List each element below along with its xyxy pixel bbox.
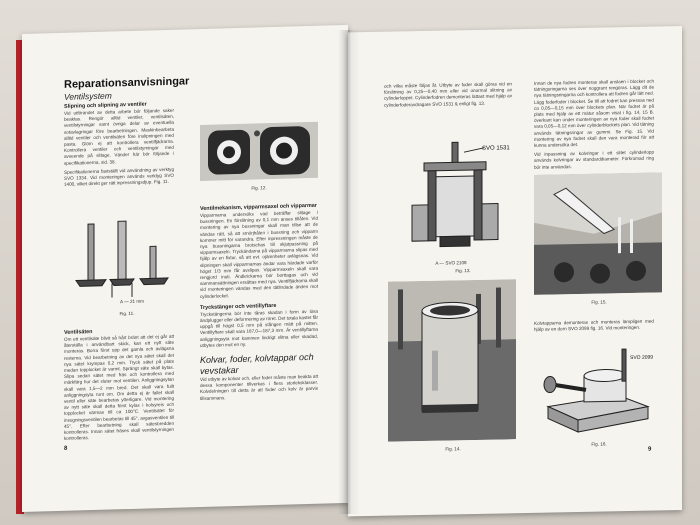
figure-11: A — 21 mm [72,218,182,307]
figure-caption: Fig. 14. [445,446,461,452]
valve-guide-diagram [75,220,169,298]
paragraph: Vid utbyte av kolvar och, eller foder må… [200,373,318,401]
left-column-1: Reparationsanvisningar Ventilsystem Slip… [64,75,189,192]
cylinder-liner-photo [388,279,516,442]
paragraph: Specifikationerna fastställt vid användn… [64,166,174,188]
fig13-tool-label: SVO 1531 [482,145,510,152]
left-column-1-bottom: Ventilsäten Om ett ventilsäte blivit så … [64,326,174,453]
right-column-2: Innan de nya fodren monteras skall ansla… [534,79,654,174]
liner-puller-diagram: SVO 1531 [411,141,510,248]
piston-pin-diagram: SVO 2099 [543,348,653,433]
paragraph: Vid utförandet av detta arbete bör följa… [64,107,174,166]
figure-caption: Fig. 11. [119,310,135,317]
feeler-gauge-photo [534,172,662,295]
figure-12 [200,121,318,182]
figure-caption: Fig. 12. [251,185,267,191]
paragraph: Om ett ventilsäte blivit så hårt bränt a… [64,333,174,442]
valve-seat-photo [200,121,318,182]
paragraph: och vilka måste följas åt. Utbyte av fod… [384,81,512,108]
open-booklet: Reparationsanvisningar Ventilsystem Slip… [16,20,684,517]
paragraph: Innan de nya fodren monteras skall ansla… [534,78,654,148]
page-number: 9 [648,446,652,453]
paragraph: Kolvtapparna demonteras och monteras läm… [534,318,654,333]
left-page: Reparationsanvisningar Ventilsystem Slip… [22,24,348,513]
paragraph: Tryckstängerna bör inte tåras skadan i f… [200,308,318,348]
figure-measurement: A — SVO 2108 [435,260,467,266]
fig16-tool-label: SVO 2099 [630,355,653,361]
figure-caption: Fig. 13. [455,268,471,274]
figure-14 [388,279,516,442]
figure-caption: Fig. 16. [591,441,607,447]
figure-16: SVO 2099 [538,344,658,436]
page-number: 8 [64,446,68,453]
paragraph: Vid inpassning av kolvringar i ett slite… [534,149,654,170]
left-column-2: Ventilmekanism, vipparmsaxel och vipparm… [200,202,318,405]
figure-13: SVO 1531 A — SVO 2108 [404,139,514,266]
right-column-2-bottom: Kolvtapparna demonteras och monteras läm… [534,319,654,337]
paragraph: Vipparmarna undersöks vad beträffar slit… [200,209,318,299]
figure-caption: Fig. 15. [591,299,607,305]
booklet-spine [16,40,24,514]
figure-15 [534,172,662,295]
right-column-1-top: och vilka måste följas åt. Utbyte av fod… [384,81,512,111]
right-page: och vilka måste följas åt. Utbyte av fod… [348,26,682,517]
